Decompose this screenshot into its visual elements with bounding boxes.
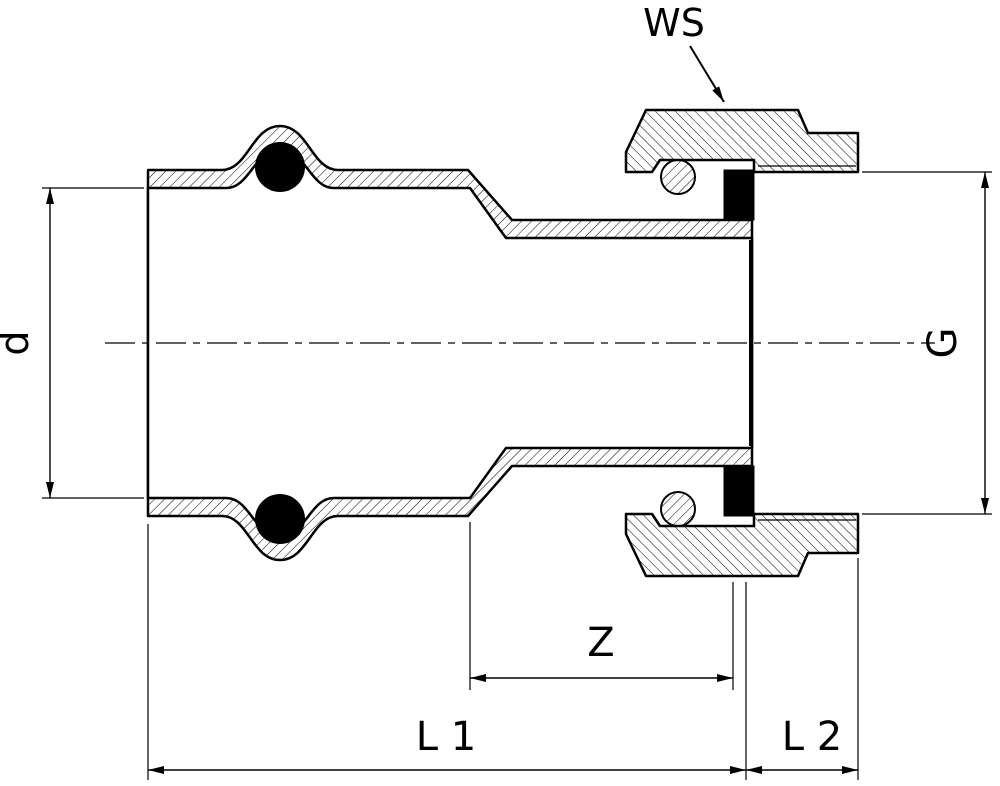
dim-d: d [0,187,144,499]
ws-arrow [689,45,725,103]
seal-circle-top [660,159,696,195]
dim-g: G [862,171,992,515]
dim-z-label: Z [587,620,614,666]
dim-z: Z [469,522,734,690]
dim-d-label: d [0,330,38,355]
seal-ring-top [723,169,755,221]
dim-l2-label: L 2 [782,714,842,760]
ws-callout: WS [643,1,725,103]
seal-ring-bottom [723,465,755,517]
o-ring-bottom [255,494,305,544]
dim-l1: L 1 [147,524,747,780]
seal-circle-bottom [660,491,696,527]
ws-label: WS [643,1,705,45]
o-ring-top [255,142,305,192]
union-nut [624,108,860,578]
dim-g-label: G [920,328,966,359]
union-nut-bottom-section [624,512,860,578]
union-nut-top-section [624,108,860,174]
dim-l2: L 2 [746,558,859,780]
dim-l1-label: L 1 [416,714,476,760]
